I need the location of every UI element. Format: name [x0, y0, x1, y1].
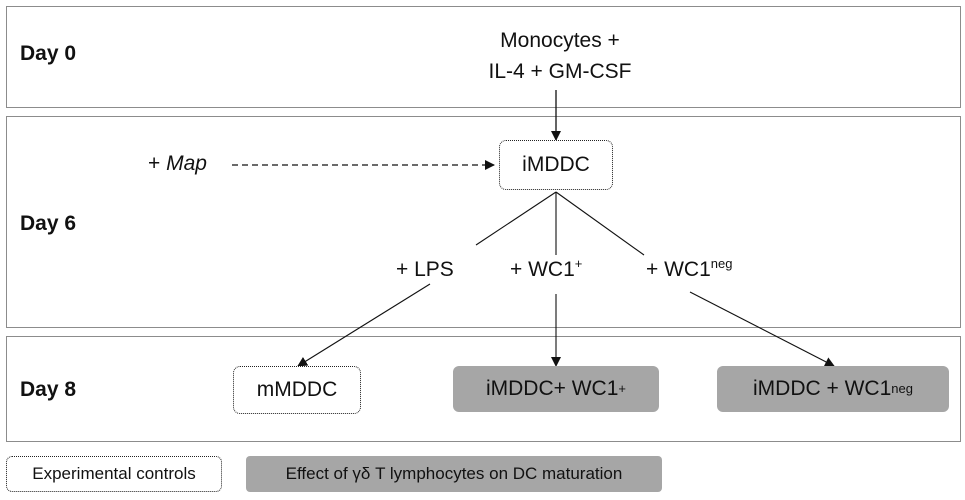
outcome-wc1pos: iMDDC+ WC1+ [453, 366, 659, 412]
outcome-wc1pos-base: iMDDC+ WC1 [485, 377, 619, 400]
treatment-lps: + LPS [396, 258, 454, 281]
line-imddc-to-wc1neg [555, 191, 645, 256]
legend-controls: Experimental controls [6, 456, 222, 492]
outcome-mmddc: mMDDC [233, 366, 361, 414]
map-prefix: + [148, 152, 167, 175]
treatment-wc1neg-base: + WC1 [646, 258, 711, 281]
treatment-wc1neg-sup: neg [710, 256, 733, 271]
map-name: Map [166, 152, 207, 175]
treatment-wc1pos-base: + WC1 [510, 258, 575, 281]
treatment-wc1neg: + WC1neg [646, 256, 733, 282]
treatment-wc1pos: + WC1+ [510, 256, 583, 282]
treatment-wc1pos-sup: + [574, 256, 583, 271]
arrow-lps-to-mmddc [297, 283, 431, 367]
start-line1: Monocytes + [500, 29, 620, 52]
arrow-wc1neg-to-outcome [689, 291, 835, 367]
legend-effect: Effect of γδ T lymphocytes on DC maturat… [246, 456, 662, 492]
day0-label: Day 0 [20, 42, 77, 65]
start-line2: IL-4 + GM-CSF [488, 60, 632, 83]
day6-panel [6, 116, 961, 328]
map-label: + Map [148, 152, 207, 176]
outcome-wc1neg-base: iMDDC + WC1 [753, 377, 892, 400]
imddc-node: iMDDC [499, 140, 613, 190]
line-imddc-to-lps [475, 191, 557, 246]
day8-label: Day 8 [20, 378, 77, 401]
day0-panel [6, 6, 961, 108]
day6-label: Day 6 [20, 212, 77, 235]
